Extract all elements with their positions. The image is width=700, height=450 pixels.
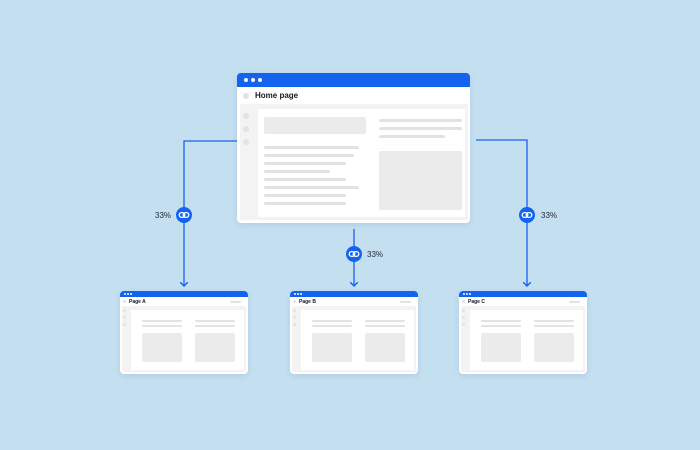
- text-line-placeholder: [264, 186, 359, 189]
- text-line-placeholder: [379, 119, 462, 122]
- window-control-dot: [466, 293, 468, 295]
- window-control-dot: [469, 293, 471, 295]
- sidebar-dot: [293, 316, 296, 319]
- window-control-dot: [251, 78, 255, 82]
- page-content-area: [301, 310, 414, 370]
- header-line-placeholder: [230, 301, 241, 303]
- page-c-title: Page C: [468, 299, 485, 305]
- home-titlebar: [237, 73, 470, 87]
- text-line-placeholder: [264, 194, 346, 197]
- text-line-placeholder: [379, 127, 462, 130]
- page-menu-dot: [123, 300, 126, 303]
- link-share-page-c: 33%: [541, 211, 558, 220]
- page-a-title: Page A: [129, 299, 146, 305]
- text-line-placeholder: [195, 325, 235, 327]
- image-placeholder: [195, 333, 235, 362]
- page-a-titlebar: [120, 291, 248, 297]
- text-line-placeholder: [142, 325, 182, 327]
- window-control-dot: [463, 293, 465, 295]
- link-share-page-a: 33%: [155, 211, 172, 220]
- page-content-area: [131, 310, 244, 370]
- text-line-placeholder: [264, 202, 346, 205]
- sidebar-dot: [243, 126, 249, 132]
- sidebar-dot: [293, 323, 296, 326]
- sidebar-dot: [243, 113, 249, 119]
- home-page-title: Home page: [255, 91, 299, 100]
- window-control-dot: [244, 78, 248, 82]
- text-line-placeholder: [365, 320, 405, 322]
- header-line-placeholder: [400, 301, 411, 303]
- window-control-dot: [127, 293, 129, 295]
- text-line-placeholder: [312, 325, 352, 327]
- page-b-titlebar: [290, 291, 418, 297]
- window-control-dot: [124, 293, 126, 295]
- text-line-placeholder: [195, 320, 235, 322]
- sidebar-dot: [293, 309, 296, 312]
- page-a-window: Page A: [120, 291, 248, 374]
- sidebar-dot: [243, 139, 249, 145]
- text-line-placeholder: [481, 325, 521, 327]
- home-page-window: Home page: [237, 73, 470, 223]
- headline-placeholder: [264, 117, 366, 134]
- page-menu-dot: [293, 300, 296, 303]
- text-line-placeholder: [264, 146, 359, 149]
- connector-to-page-c: [476, 139, 527, 286]
- text-line-placeholder: [534, 325, 574, 327]
- window-control-dot: [130, 293, 132, 295]
- image-placeholder: [481, 333, 521, 362]
- sidebar-dot: [462, 316, 465, 319]
- sidebar-dot: [462, 309, 465, 312]
- window-control-dot: [258, 78, 262, 82]
- sidebar-dot: [123, 316, 126, 319]
- text-line-placeholder: [264, 162, 346, 165]
- page-c-window: Page C: [459, 291, 587, 374]
- text-line-placeholder: [379, 135, 445, 138]
- connector-to-page-a: [184, 140, 237, 286]
- page-menu-dot: [462, 300, 465, 303]
- page-b-title: Page B: [299, 299, 316, 305]
- image-placeholder: [365, 333, 405, 362]
- page-content-area: [470, 310, 583, 370]
- home-menu-dot: [243, 93, 249, 99]
- window-control-dot: [300, 293, 302, 295]
- sidebar-dot: [123, 323, 126, 326]
- link-chain-icon: [346, 246, 362, 262]
- text-line-placeholder: [264, 170, 330, 173]
- text-line-placeholder: [142, 320, 182, 322]
- text-line-placeholder: [264, 154, 354, 157]
- text-line-placeholder: [264, 178, 346, 181]
- image-placeholder: [142, 333, 182, 362]
- text-line-placeholder: [481, 320, 521, 322]
- text-line-placeholder: [365, 325, 405, 327]
- sidebar-dot: [123, 309, 126, 312]
- sidebar-dot: [462, 323, 465, 326]
- link-chain-icon: [176, 207, 192, 223]
- page-c-titlebar: [459, 291, 587, 297]
- image-placeholder: [312, 333, 352, 362]
- link-chain-icon: [519, 207, 535, 223]
- text-line-placeholder: [534, 320, 574, 322]
- window-control-dot: [294, 293, 296, 295]
- page-b-window: Page B: [290, 291, 418, 374]
- image-placeholder: [534, 333, 574, 362]
- text-line-placeholder: [312, 320, 352, 322]
- home-content-area: [258, 109, 465, 217]
- image-placeholder: [379, 151, 462, 210]
- window-control-dot: [297, 293, 299, 295]
- link-share-page-b: 33%: [367, 250, 384, 259]
- header-line-placeholder: [569, 301, 580, 303]
